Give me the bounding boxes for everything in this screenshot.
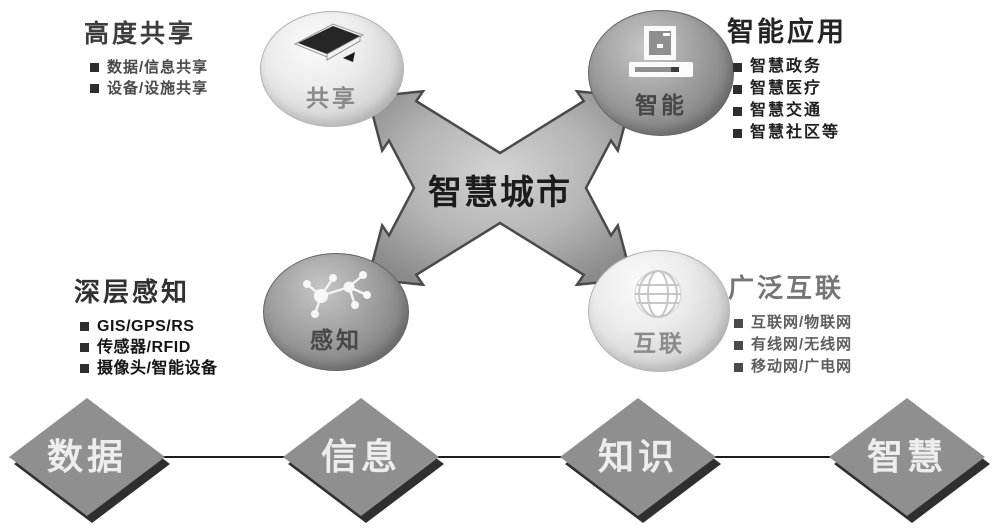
list-item: 摄像头/智能设备 bbox=[80, 358, 217, 379]
pipeline: 数据 信息 知识 智慧 bbox=[9, 398, 990, 523]
molecule-icon bbox=[303, 271, 371, 318]
book-icon bbox=[293, 23, 365, 62]
square-bullet-icon bbox=[733, 62, 742, 72]
square-bullet-icon bbox=[90, 84, 99, 93]
square-bullet-icon bbox=[80, 322, 89, 331]
square-bullet-icon bbox=[733, 128, 742, 138]
pipeline-diamond: 智慧 bbox=[829, 398, 990, 523]
globe-icon bbox=[634, 270, 682, 318]
arrow-cross-shape bbox=[366, 89, 634, 287]
block-sense-title: 深层感知 bbox=[74, 277, 191, 307]
block-share: 高度共享 数据/信息共享 设备/设施共享 bbox=[84, 14, 208, 99]
list-item: GIS/GPS/RS bbox=[80, 316, 217, 337]
pipeline-diamond: 信息 bbox=[283, 398, 444, 523]
square-bullet-icon bbox=[733, 84, 742, 94]
block-connect: 广泛互联 互联网/物联网 有线网/无线网 移动网/广电网 bbox=[728, 268, 852, 378]
list-item: 数据/信息共享 bbox=[90, 57, 208, 78]
circle-label-share: 共享 bbox=[306, 85, 358, 111]
list-item: 智慧交通 bbox=[733, 100, 847, 122]
block-connect-list: 互联网/物联网 有线网/无线网 移动网/广电网 bbox=[734, 312, 852, 378]
circle-label-smart: 智能 bbox=[635, 92, 687, 118]
block-smart: 智能应用 智慧政务 智慧医疗 智慧交通 智慧社区等 bbox=[727, 10, 847, 144]
circle-label-sense: 感知 bbox=[310, 327, 362, 353]
node-circle-share: 共享 bbox=[260, 11, 404, 127]
block-share-title: 高度共享 bbox=[84, 20, 197, 48]
svg-text:知识: 知识 bbox=[598, 436, 678, 477]
square-bullet-icon bbox=[734, 362, 743, 372]
square-bullet-icon bbox=[80, 343, 89, 352]
list-item: 有线网/无线网 bbox=[734, 334, 852, 356]
block-connect-title: 广泛互联 bbox=[728, 273, 845, 303]
list-item: 移动网/广电网 bbox=[734, 356, 852, 378]
computer-icon bbox=[629, 26, 693, 77]
node-circle-sense: 感知 bbox=[263, 253, 409, 371]
square-bullet-icon bbox=[734, 340, 743, 350]
list-item: 智慧政务 bbox=[733, 56, 847, 78]
block-sense: 深层感知 GIS/GPS/RS 传感器/RFID 摄像头/智能设备 bbox=[74, 272, 217, 379]
center-title: 智慧城市 bbox=[428, 173, 572, 212]
list-item: 互联网/物联网 bbox=[734, 312, 852, 334]
square-bullet-icon bbox=[80, 364, 89, 373]
block-smart-title: 智能应用 bbox=[727, 17, 847, 47]
square-bullet-icon bbox=[90, 63, 99, 72]
four-way-arrow: 智慧城市 bbox=[366, 89, 634, 287]
svg-text:数据: 数据 bbox=[47, 436, 127, 477]
node-circle-smart: 智能 bbox=[588, 10, 734, 136]
square-bullet-icon bbox=[734, 318, 743, 328]
node-circle-connect: 互联 bbox=[588, 250, 730, 372]
list-item: 设备/设施共享 bbox=[90, 78, 208, 99]
block-smart-list: 智慧政务 智慧医疗 智慧交通 智慧社区等 bbox=[733, 56, 847, 144]
block-share-list: 数据/信息共享 设备/设施共享 bbox=[90, 57, 208, 99]
pipeline-diamond: 数据 bbox=[9, 398, 170, 523]
block-sense-list: GIS/GPS/RS 传感器/RFID 摄像头/智能设备 bbox=[80, 316, 217, 379]
square-bullet-icon bbox=[733, 106, 742, 116]
svg-text:信息: 信息 bbox=[321, 436, 401, 477]
list-item: 传感器/RFID bbox=[80, 337, 217, 358]
circle-label-connect: 互联 bbox=[633, 330, 685, 356]
list-item: 智慧社区等 bbox=[733, 122, 847, 144]
svg-text:智慧: 智慧 bbox=[867, 436, 947, 477]
pipeline-diamond: 知识 bbox=[560, 398, 721, 523]
list-item: 智慧医疗 bbox=[733, 78, 847, 100]
